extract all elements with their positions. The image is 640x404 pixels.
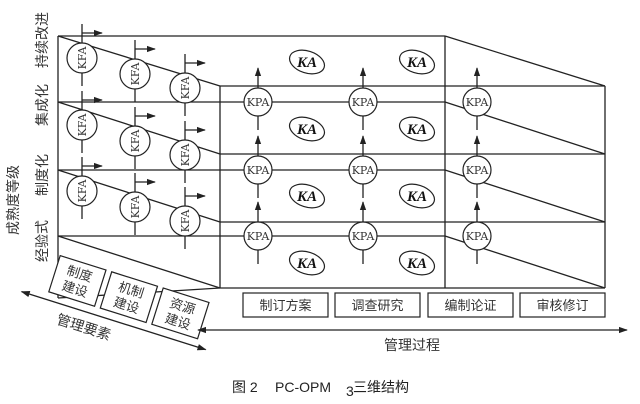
kfa-nodes: KFA KFA KFA KFA KFA KFA KFA KFA KFA xyxy=(66,24,206,249)
kfa-node: KFA xyxy=(169,139,201,171)
kpa-label: KPA xyxy=(352,230,376,243)
kpa-label: KPA xyxy=(352,164,376,177)
kpa-label: KPA xyxy=(247,164,271,177)
caption-model: PC-OPM xyxy=(275,379,331,395)
management-elements: 制度 建设 机制 建设 资源 建设 管理要素 xyxy=(20,254,210,351)
process-box-review: 审核修订 xyxy=(519,292,606,318)
kpa-nodes: KPA KPA KPA KPA KPA KPA KPA KPA KPA xyxy=(243,67,492,264)
kpa-node: KPA xyxy=(243,155,273,185)
kpa-label: KPA xyxy=(466,164,490,177)
process-label: 编制论证 xyxy=(444,299,496,314)
caption-subscript: 3 xyxy=(346,383,354,399)
maturity-level-integrated: 集成化 xyxy=(34,84,51,126)
kpa-node: KPA xyxy=(348,221,378,251)
ka-node: KA xyxy=(398,116,436,142)
kfa-node: KFA xyxy=(169,205,201,237)
kpa-node: KPA xyxy=(462,87,492,117)
ka-label: KA xyxy=(406,55,427,71)
ka-label: KA xyxy=(406,256,427,272)
maturity-level-continuous-improvement: 持续改进 xyxy=(34,12,51,68)
kfa-node: KFA xyxy=(66,175,98,207)
kfa-label: KFA xyxy=(179,76,192,100)
kfa-label: KFA xyxy=(76,113,89,137)
ka-label: KA xyxy=(296,256,317,272)
ka-node: KA xyxy=(398,250,436,276)
process-label: 审核修订 xyxy=(536,299,588,314)
process-box-plan: 制订方案 xyxy=(242,292,329,318)
kpa-node: KPA xyxy=(243,87,273,117)
kfa-node: KFA xyxy=(119,191,151,223)
ka-label: KA xyxy=(406,122,427,138)
ka-label: KA xyxy=(406,189,427,205)
process-label: 调查研究 xyxy=(351,299,403,314)
process-box-research: 调查研究 xyxy=(334,292,421,318)
kfa-label: KFA xyxy=(129,129,142,153)
kfa-node: KFA xyxy=(66,109,98,141)
kfa-label: KFA xyxy=(129,195,142,219)
figure-caption: 图 2 PC-OPM 3 三维结构 xyxy=(232,379,409,399)
maturity-axis: 成熟度等级 经验式 制度化 集成化 持续改进 xyxy=(5,12,51,262)
kfa-node: KFA xyxy=(119,125,151,157)
maturity-axis-title: 成熟度等级 xyxy=(5,165,22,235)
ka-label: KA xyxy=(296,189,317,205)
ka-label: KA xyxy=(296,55,317,71)
kpa-node: KPA xyxy=(243,221,273,251)
ka-nodes: KA KA KA KA KA KA KA KA xyxy=(288,49,436,276)
process-axis-title: 管理过程 xyxy=(384,338,440,354)
kfa-node: KFA xyxy=(119,58,151,90)
caption-suffix: 三维结构 xyxy=(353,379,409,395)
maturity-level-experience: 经验式 xyxy=(35,220,51,262)
kpa-node: KPA xyxy=(348,155,378,185)
kpa-node: KPA xyxy=(462,155,492,185)
element-label-line1: 制度 xyxy=(65,263,95,286)
kpa-label: KPA xyxy=(247,96,271,109)
kfa-node: KFA xyxy=(66,42,98,74)
kfa-label: KFA xyxy=(76,179,89,203)
caption-prefix: 图 2 xyxy=(232,379,258,395)
element-box-mechanism: 机制 建设 xyxy=(99,271,159,324)
kpa-label: KPA xyxy=(466,230,490,243)
process-box-compile: 编制论证 xyxy=(427,292,514,318)
element-box-institution: 制度 建设 xyxy=(48,254,107,308)
element-axis-title: 管理要素 xyxy=(54,312,112,344)
kfa-label: KFA xyxy=(129,62,142,86)
ka-node: KA xyxy=(288,116,326,142)
kpa-label: KPA xyxy=(352,96,376,109)
kpa-label: KPA xyxy=(466,96,490,109)
process-label: 制订方案 xyxy=(259,298,311,314)
management-processes: 制订方案 调查研究 编制论证 审核修订 xyxy=(242,292,606,318)
element-box-resource: 资源 建设 xyxy=(151,287,210,340)
kfa-label: KFA xyxy=(76,46,89,70)
kpa-node: KPA xyxy=(348,87,378,117)
ka-node: KA xyxy=(398,183,436,209)
kpa-label: KPA xyxy=(247,230,271,243)
ka-node: KA xyxy=(288,49,326,75)
maturity-level-institutional: 制度化 xyxy=(35,154,51,196)
kfa-label: KFA xyxy=(179,209,192,233)
ka-node: KA xyxy=(288,250,326,276)
element-axis-arrow xyxy=(20,291,207,351)
ka-label: KA xyxy=(296,122,317,138)
kfa-label: KFA xyxy=(179,143,192,167)
ka-node: KA xyxy=(398,49,436,75)
ka-node: KA xyxy=(288,183,326,209)
kfa-node: KFA xyxy=(169,72,201,104)
kpa-node: KPA xyxy=(462,221,492,251)
